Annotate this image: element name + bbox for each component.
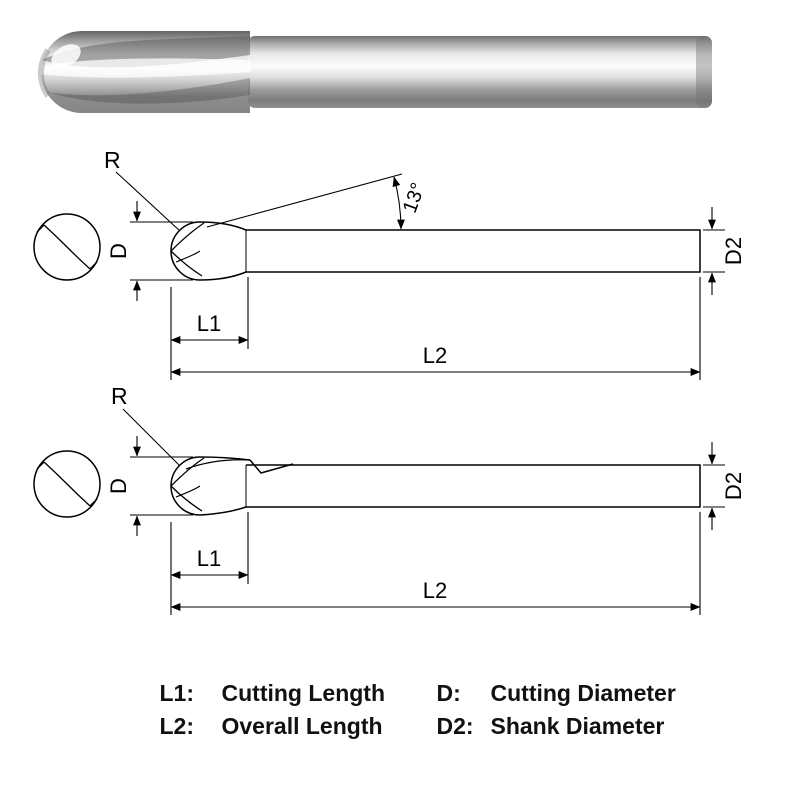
dim-cutting-diameter-1: D — [106, 201, 193, 301]
end-view-2-circle — [33, 450, 101, 518]
photo-shank-end-cap — [696, 36, 712, 108]
end-view-2-notch-b — [89, 498, 98, 507]
dim-shank-diameter-1: D2 — [703, 207, 746, 295]
dim-radius-1: R — [104, 147, 181, 232]
shank-outline-2 — [246, 464, 701, 508]
drawing-2: R D L1 L2 D2 — [33, 383, 746, 615]
end-view-2 — [33, 450, 101, 518]
d-label-1: D — [106, 243, 131, 259]
photo-shank — [248, 36, 712, 108]
legend-key-d: D: — [436, 680, 461, 706]
photo-ball-edge-shade — [37, 48, 51, 98]
dim-shank-diameter-2: D2 — [703, 442, 746, 530]
legend-value-cutting-length: Cutting Length — [221, 680, 386, 706]
end-view-1-notch-a — [36, 224, 45, 233]
radius-leader-1 — [115, 171, 181, 232]
photo-flute-lower — [46, 78, 250, 104]
dim-radius-2: R — [111, 383, 181, 467]
l1-label-1: L1 — [197, 311, 221, 336]
flute-gash-2 — [249, 459, 294, 474]
side-view-1 — [170, 221, 701, 281]
radius-label-1: R — [104, 147, 121, 173]
flute-edge-2b — [170, 485, 203, 512]
dim-cutting-length-1: L1 — [170, 277, 249, 380]
top-taper-1 — [199, 221, 247, 231]
l1-label-2: L1 — [197, 546, 221, 571]
flute-edge-2a — [170, 457, 205, 487]
d-label-2: D — [106, 478, 131, 494]
flute-edge-1b — [170, 250, 203, 277]
shank-outline-1 — [246, 229, 701, 273]
dim-overall-length-1: L2 — [170, 277, 701, 380]
legend-value-overall-length: Overall Length — [221, 713, 383, 739]
angle-arc — [392, 176, 405, 230]
dim-cutting-length-2: L1 — [170, 512, 249, 615]
flute-edge-2c — [175, 485, 201, 498]
photo-ball-specular — [51, 44, 81, 68]
radius-label-2: R — [111, 383, 128, 409]
bottom-taper-1 — [199, 271, 247, 281]
legend-value-shank-diameter: Shank Diameter — [490, 713, 665, 739]
d2-label-1: D2 — [721, 237, 746, 265]
legend-key-d2: D2: — [436, 713, 474, 739]
drawing-1: 13° R D L1 L2 — [33, 147, 746, 380]
side-view-2 — [170, 456, 701, 516]
angle-label: 13° — [399, 180, 430, 216]
end-view-2-flute-curve — [43, 461, 91, 507]
end-view-1 — [33, 213, 101, 281]
flute-edge-1c — [175, 250, 201, 263]
legend: L1: Cutting Length D: Cutting Diameter L… — [35, 680, 800, 740]
end-view-1-circle — [33, 213, 101, 281]
dim-cutting-diameter-2: D — [106, 436, 193, 536]
angle-callout: 13° — [206, 173, 430, 230]
dim-overall-length-2: L2 — [170, 512, 701, 615]
photo-highlight-streak — [40, 58, 250, 78]
product-photo — [37, 31, 712, 113]
end-view-1-flute-curve — [43, 224, 91, 270]
end-view-2-notch-a — [36, 461, 45, 470]
legend-key-l2: L2: — [159, 713, 195, 739]
flute-edge-1a — [170, 222, 205, 252]
l2-label-1: L2 — [423, 343, 447, 368]
legend-key-l1: L1: — [159, 680, 195, 706]
d2-label-2: D2 — [721, 472, 746, 500]
bottom-taper-2 — [199, 506, 247, 516]
angle-slope-line — [206, 173, 403, 228]
legend-value-cutting-diameter: Cutting Diameter — [490, 680, 676, 706]
l2-label-2: L2 — [423, 578, 447, 603]
legend-row-1: L1: Cutting Length D: Cutting Diameter — [160, 680, 711, 707]
end-view-1-notch-b — [89, 261, 98, 270]
legend-row-2: L2: Overall Length D2: Shank Diameter — [160, 713, 711, 740]
